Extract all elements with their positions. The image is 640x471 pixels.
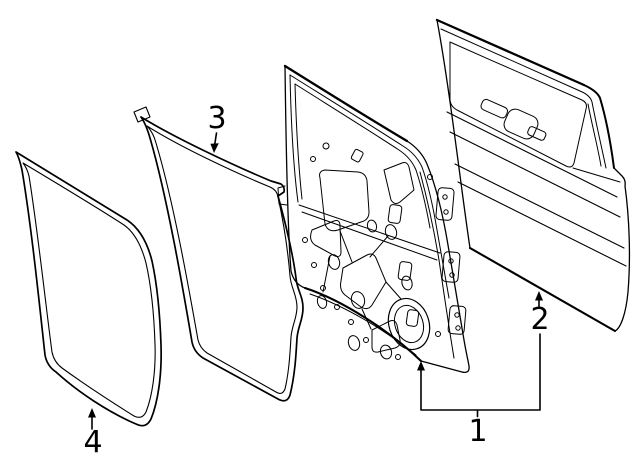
door-handle-grip — [502, 107, 541, 142]
hole-small-7 — [396, 355, 401, 360]
hole-oval-4 — [316, 295, 328, 310]
character-line-2 — [450, 132, 620, 217]
hole-oval-2 — [350, 290, 367, 310]
hinge-tab-1 — [436, 187, 455, 220]
cutout-center — [341, 254, 387, 309]
callout-1-arrowhead-icon — [417, 361, 425, 371]
hole-oval-5 — [347, 334, 362, 351]
callout-3-label: 3 — [207, 101, 226, 136]
hinge-tab-1-hole-a — [443, 195, 447, 199]
speaker-hole-inner — [390, 302, 428, 347]
window-frame-left-inner-2 — [295, 84, 302, 199]
hole-oval-3 — [384, 223, 399, 240]
hole-small-3 — [321, 286, 326, 291]
window-frame-left-inner-1 — [290, 75, 298, 202]
character-line-4 — [458, 182, 626, 266]
hole-small-5 — [349, 320, 354, 325]
cutout-left-mid — [311, 221, 341, 257]
outer-panel-bottom-edge-bold — [470, 248, 615, 331]
belt-line-right — [573, 168, 620, 182]
window-frame-inner-line-1 — [290, 75, 449, 298]
callout-4-arrowhead-icon — [88, 408, 96, 418]
door-shell-top-edge-bold — [285, 66, 407, 141]
stamping-line-1 — [340, 231, 352, 262]
stamping-line-2 — [370, 236, 388, 257]
hole-small-8 — [323, 143, 329, 149]
seal-3-top-tab — [134, 107, 150, 122]
upper-square-slot — [351, 149, 364, 163]
stamping-line-3 — [386, 282, 401, 299]
seal-3-outer-outline — [141, 117, 303, 401]
callout-3-leader-line — [215, 133, 217, 144]
character-line-1 — [447, 112, 617, 197]
hole-oval-7 — [400, 275, 413, 291]
outer-panel-frame-edge-bold — [584, 85, 614, 168]
stamping-line-4 — [362, 309, 371, 329]
hinge-tab-2-hole-a — [449, 259, 453, 263]
hinge-tab-2 — [442, 251, 461, 282]
hole-oval-6 — [379, 344, 393, 360]
hole-oval-8 — [366, 219, 378, 233]
hole-oval-1 — [327, 253, 342, 270]
hole-small-11 — [436, 332, 441, 337]
callout-4-label: 4 — [83, 425, 102, 460]
callout-2: 2 — [530, 291, 550, 337]
door-shell-outline — [285, 66, 469, 372]
door-edge-face-line — [420, 172, 454, 358]
door-handle-end — [527, 126, 547, 142]
door-handle-bezel — [480, 98, 509, 119]
cutout-upper-right — [384, 163, 414, 204]
part-4-door-weatherstrip-drawing — [16, 152, 161, 426]
part-3-door-seal-drawing — [134, 107, 303, 401]
seal-4-outer-outline — [16, 152, 161, 426]
outer-panel-top-edge-bold — [437, 20, 584, 85]
seal-3-inner-outline — [147, 126, 297, 393]
callout-2-arrowhead-icon — [535, 291, 543, 301]
front-edge-tab — [278, 186, 287, 205]
callout-2-label: 2 — [530, 302, 549, 337]
hinge-tab-2-hole-b — [450, 273, 454, 277]
belt-line-lower — [302, 212, 437, 260]
cutout-upper-left — [320, 170, 369, 231]
callout-1-bracket-line — [421, 334, 540, 410]
callout-3-arrowhead-icon — [210, 143, 219, 153]
hinge-tab-3 — [448, 305, 466, 334]
pillar-slot-1 — [388, 204, 402, 223]
hinge-tab-3-hole-b — [456, 326, 460, 330]
hinge-tab-1-hole-b — [444, 210, 448, 214]
hole-small-4 — [335, 305, 340, 310]
callout-1-label: 1 — [468, 414, 487, 449]
hole-small-9 — [311, 157, 316, 162]
outer-frame-inner-line-1 — [441, 29, 606, 168]
outer-frame-inner-line-2 — [588, 104, 601, 166]
callout-4: 4 — [83, 408, 103, 460]
callout-3: 3 — [207, 101, 227, 153]
seal-4-inner-outline — [23, 163, 155, 417]
hinge-tab-3-hole-a — [455, 313, 459, 317]
belt-line-upper — [299, 205, 440, 253]
callout-1: 1 — [417, 334, 540, 449]
window-frame-inner-line-2 — [295, 84, 430, 228]
pillar-slot-2 — [398, 261, 412, 280]
stamping-line-5 — [323, 256, 330, 292]
character-line-3 — [455, 164, 624, 248]
pillar-slot-3 — [406, 309, 419, 326]
part-1-door-shell-drawing — [278, 66, 469, 372]
speaker-hole-outer — [382, 293, 436, 355]
bottom-hem-line — [310, 294, 416, 355]
hole-small-2 — [312, 263, 317, 268]
hole-small-10 — [428, 175, 433, 180]
part-2-outer-door-panel-drawing — [437, 20, 629, 331]
door-shell-bottom-edge-bold — [305, 288, 421, 361]
hole-small-1 — [303, 238, 308, 243]
hole-small-6 — [364, 338, 369, 343]
window-opening — [450, 42, 587, 167]
